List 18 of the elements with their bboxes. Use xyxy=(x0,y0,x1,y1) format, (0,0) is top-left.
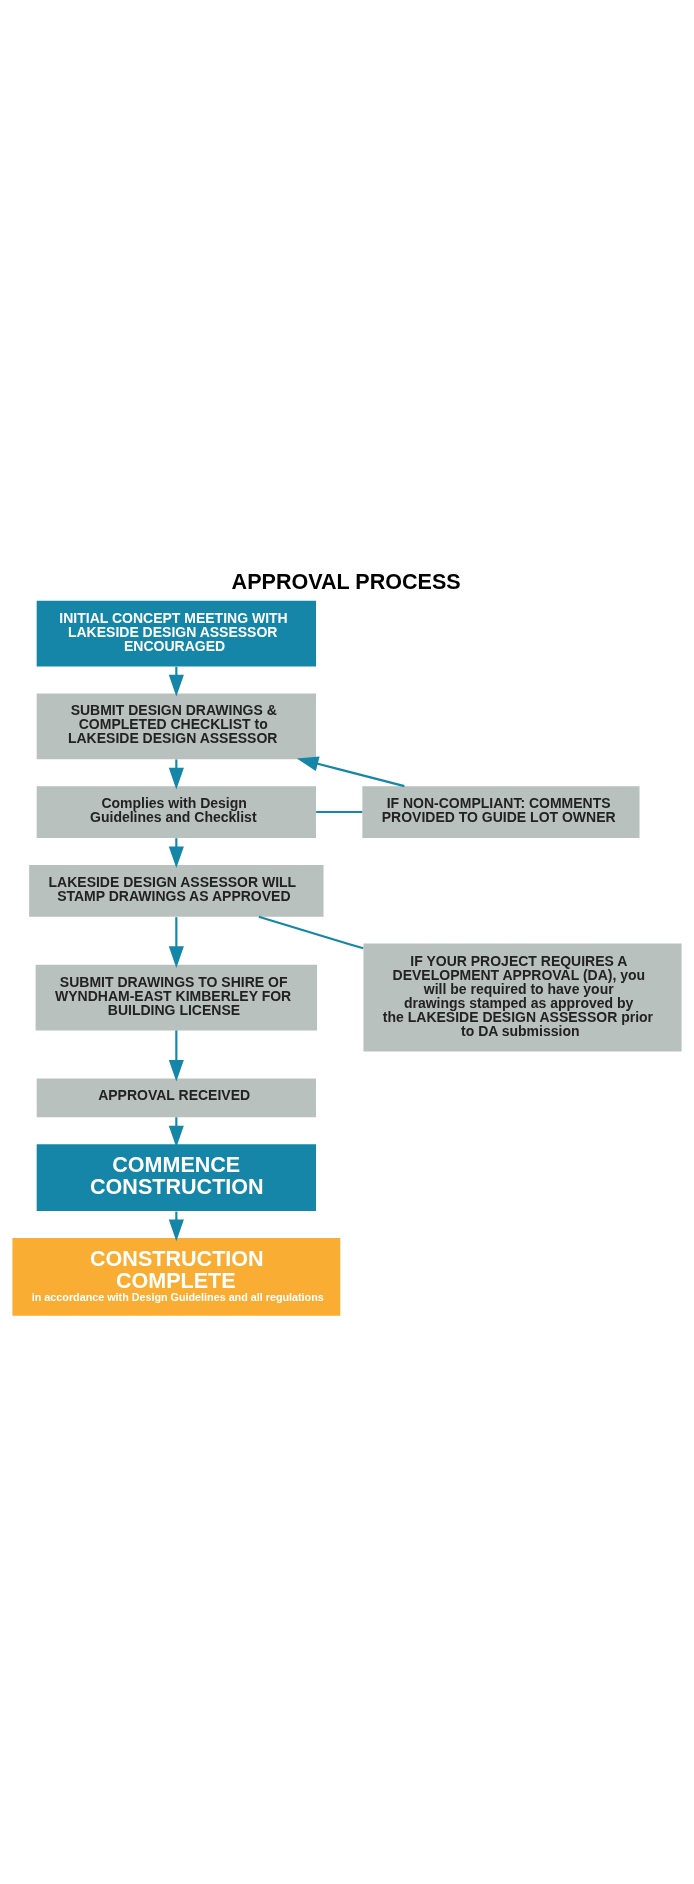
connector xyxy=(258,915,364,950)
node-box: IF YOUR PROJECT REQUIRES A DEVELOPMENT APPROVAL (DA), you will be required to have your drawings stamped as approved by the LAKESIDE DESIGN ASSESSOR prior to DA submission xyxy=(363,943,682,1052)
node-box: COMMENCE CONSTRUCTION xyxy=(36,1144,316,1212)
node-box: APPROVAL RECEIVED xyxy=(36,1078,316,1118)
node-box: INITIAL CONCEPT MEETING WITH LAKESIDE DESIGN ASSESSOR ENCOURAGED xyxy=(36,600,316,667)
node-box: LAKESIDE DESIGN ASSESSOR WILL STAMP DRAWINGS AS APPROVED xyxy=(29,864,324,917)
connector xyxy=(316,810,363,814)
arrow xyxy=(168,1030,184,1082)
node-box: CONSTRUCTION COMPLETE in accordance with Design Guidelines and all regulations xyxy=(12,1238,341,1316)
node-box: IF NON-COMPLIANT: COMMENTS PROVIDED TO GUIDE LOT OWNER xyxy=(362,786,640,838)
node-box: SUBMIT DESIGN DRAWINGS & COMPLETED CHECKLIST to LAKESIDE DESIGN ASSESSOR xyxy=(36,693,316,760)
node-box: Complies with Design Guidelines and Checklist xyxy=(36,786,316,838)
diagram-title: APPROVAL PROCESS xyxy=(231,568,461,594)
arrow xyxy=(168,917,184,968)
arrow xyxy=(168,1117,184,1148)
arrow xyxy=(168,759,184,790)
node-box: SUBMIT DRAWINGS TO SHIRE OF WYNDHAM-EAST KIMBERLEY FOR BUILDING LICENSE xyxy=(35,964,318,1031)
arrow xyxy=(296,756,405,788)
